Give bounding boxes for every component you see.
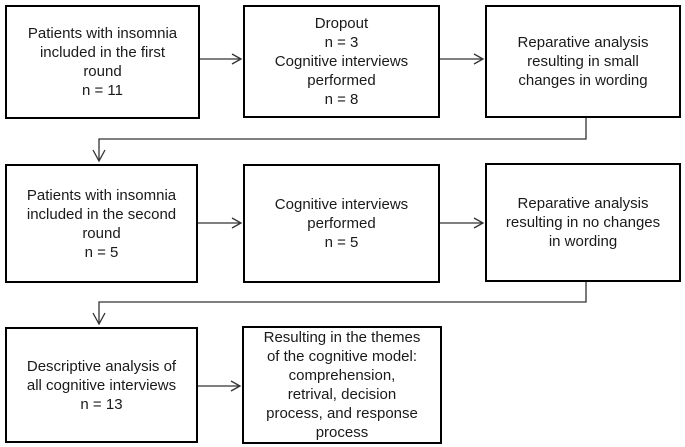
arrow-box3-to-box4	[92, 118, 587, 163]
flow-box-descriptive-analysis-all: Descriptive analysis of all cognitive in…	[5, 327, 198, 443]
flow-box-patients-first-round: Patients with insomnia included in the f…	[5, 5, 200, 119]
flow-box-text: Reparative analysis resulting in no chan…	[505, 195, 661, 250]
flow-box-text: Resulting in the themes of the cognitive…	[263, 329, 421, 441]
flow-box-reparative-analysis-no-changes: Reparative analysis resulting in no chan…	[485, 163, 681, 282]
flow-box-patients-second-round: Patients with insomnia included in the s…	[5, 164, 198, 283]
arrow-box5-to-box6	[440, 217, 485, 229]
flow-box-text: Cognitive interviews performed n = 5	[274, 196, 409, 251]
arrow-box4-to-box5	[198, 217, 243, 229]
flow-box-text: Patients with insomnia included in the s…	[26, 186, 177, 261]
flow-box-reparative-analysis-small-changes: Reparative analysis resulting in small c…	[485, 5, 681, 118]
flow-box-text: Reparative analysis resulting in small c…	[517, 34, 649, 89]
flow-box-text: Dropout n = 3 Cognitive interviews perfo…	[274, 15, 409, 108]
flow-box-cognitive-model-themes: Resulting in the themes of the cognitive…	[242, 326, 442, 444]
flow-box-interviews-second-round: Cognitive interviews performed n = 5	[243, 164, 440, 283]
flow-box-text: Patients with insomnia included in the f…	[27, 25, 178, 99]
arrow-box1-to-box2	[200, 53, 243, 65]
flow-box-text: Descriptive analysis of all cognitive in…	[26, 357, 177, 413]
arrow-box6-to-box7	[92, 282, 587, 326]
arrow-box2-to-box3	[440, 53, 485, 65]
arrow-box7-to-box8	[198, 380, 242, 392]
flow-box-dropout-and-interviews-first: Dropout n = 3 Cognitive interviews perfo…	[243, 5, 440, 118]
